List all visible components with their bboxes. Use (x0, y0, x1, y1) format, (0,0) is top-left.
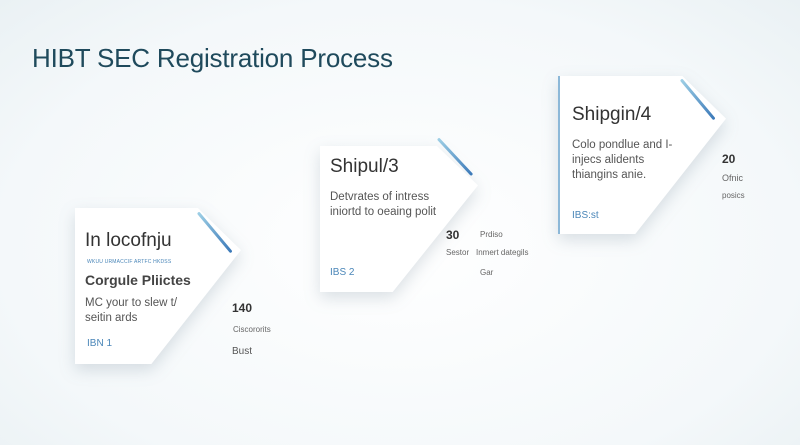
step-card-2[interactable]: Shipul/3 Detvrates of intress iniortd to… (320, 146, 478, 292)
card-stat-label: Ciscororits (233, 325, 271, 334)
card-tag: IBS:st (572, 210, 599, 221)
card-stat: 30 (446, 228, 460, 242)
card-body: MC your to slew t/ seitin ards (85, 297, 178, 324)
card-subtext: WKUU URMACCIF ARTFC HKDSS (87, 259, 172, 265)
card-stat: 140 (232, 301, 253, 315)
card-body: Colo pondlue and I- injecs alidents thia… (572, 139, 673, 181)
card-extra-mid: Inmert dategils (476, 248, 529, 257)
card-stat: 20 (722, 152, 736, 166)
card-heading: Shipul/3 (330, 156, 399, 177)
card-heading: Shipgin/4 (572, 104, 652, 125)
card-subheading: Corgule Pliictes (85, 272, 191, 288)
card-extra-top: Prdiso (480, 230, 503, 239)
card-stat-label: Sestor (446, 248, 470, 257)
page-title: HIBT SEC Registration Process (32, 43, 393, 73)
card-extra: Bust (232, 346, 253, 357)
card-extra: posics (722, 191, 745, 200)
card-stat-label: Ofnic (722, 173, 744, 183)
card-extra-bottom: Gar (480, 268, 494, 277)
card-heading: In locofnju (85, 230, 172, 251)
card-tag: IBN 1 (87, 338, 113, 349)
card-tag: IBS 2 (330, 267, 355, 278)
card-body: Detvrates of intress iniortd to oeaing p… (330, 191, 437, 218)
